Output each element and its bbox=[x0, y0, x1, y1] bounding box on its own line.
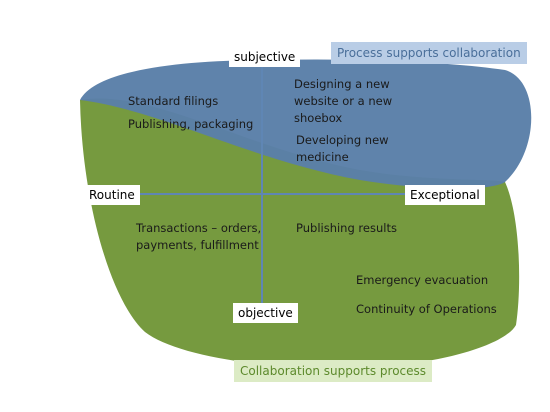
item-publishing-packaging: Publishing, packaging bbox=[128, 117, 254, 131]
item-transactions-line1: Transactions – orders, bbox=[136, 221, 262, 235]
item-transactions-line2: payments, fulfillment bbox=[136, 238, 259, 252]
process-supports-collaboration-region bbox=[80, 59, 532, 189]
item-standard-filings: Standard filings bbox=[128, 94, 219, 108]
item-continuity-of-operations: Continuity of Operations bbox=[356, 302, 497, 316]
collaboration-supports-process-region bbox=[80, 98, 520, 369]
axis-label-exceptional: Exceptional bbox=[405, 185, 485, 205]
item-emergency-evacuation: Emergency evacuation bbox=[356, 273, 489, 287]
item-designing-line1: Designing a new bbox=[294, 77, 390, 91]
collaboration-supports-process-banner: Collaboration supports process bbox=[234, 360, 433, 382]
process-supports-collaboration-banner: Process supports collaboration bbox=[331, 42, 527, 64]
item-developing-line1: Developing new bbox=[296, 133, 389, 147]
item-designing-line2: website or a new bbox=[294, 94, 393, 108]
axis-label-routine: Routine bbox=[84, 185, 140, 205]
item-publishing-results: Publishing results bbox=[296, 221, 397, 235]
axis-label-subjective: subjective bbox=[229, 47, 301, 67]
axis-label-objective: objective bbox=[233, 303, 298, 323]
item-developing-line2: medicine bbox=[296, 150, 349, 164]
item-designing-line3: shoebox bbox=[294, 111, 343, 125]
